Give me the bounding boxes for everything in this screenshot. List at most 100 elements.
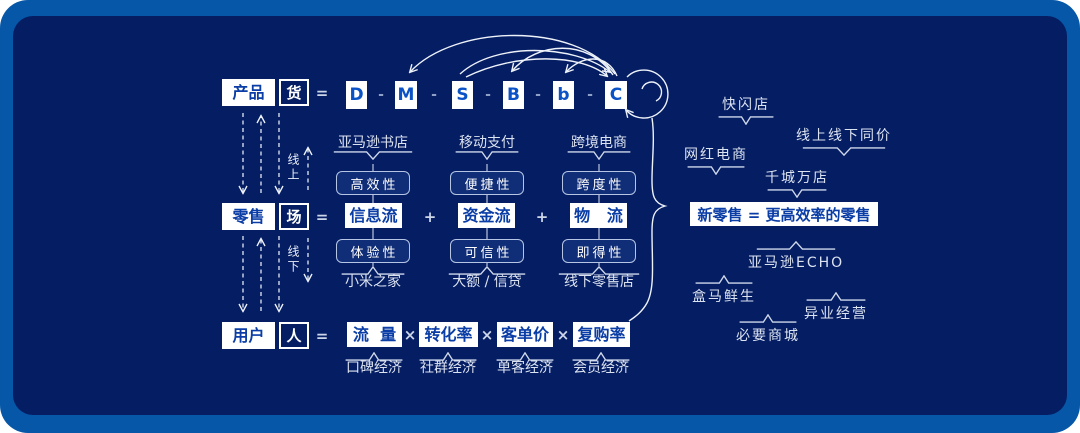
example-influencer-ecommerce: 网红电商: [684, 144, 748, 175]
example-text: 必要商城: [736, 328, 800, 344]
note-text: 亚马逊书店: [338, 135, 408, 151]
attr-convenience: 便捷性: [450, 171, 524, 195]
brace-down-icon: [333, 151, 413, 160]
example-text: 网红电商: [684, 147, 748, 163]
note-text: 单客经济: [497, 360, 553, 376]
arc-c-to-m: [410, 34, 616, 75]
brace-up-icon: [756, 241, 836, 250]
example-text: 亚马逊ECHO: [748, 255, 845, 271]
chain-dash: -: [431, 87, 437, 103]
brace-down-icon: [718, 116, 774, 125]
traffic-note: 口碑经济: [314, 352, 434, 376]
example-text: 千城万店: [765, 170, 829, 186]
chain-dash: -: [587, 87, 593, 103]
user-label: 用户: [222, 322, 275, 349]
letter-m: M: [395, 81, 417, 109]
example-hema-fresh: 盒马鲜生: [692, 275, 756, 306]
note-text: 社群经济: [420, 360, 476, 376]
brace-up-icon: [496, 352, 554, 361]
chain-dash: -: [535, 87, 541, 103]
chain-dash: -: [485, 87, 491, 103]
plus-sign: +: [423, 208, 437, 226]
note-text: 会员经济: [573, 360, 629, 376]
example-text: 线上线下同价: [796, 128, 892, 144]
online-marker: 线上: [286, 153, 300, 183]
example-thousand-cities: 千城万店: [765, 167, 829, 198]
letter-c: C: [605, 81, 627, 109]
logistics-bottom-note: 线下零售店: [539, 266, 659, 290]
times-sign: ×: [556, 326, 570, 344]
basket-price-note: 单客经济: [465, 352, 585, 376]
repurchase-box: 复购率: [573, 322, 630, 347]
brace-down-icon: [802, 147, 886, 156]
note-text: 跨境电商: [571, 135, 627, 151]
example-amazon-echo: 亚马逊ECHO: [748, 241, 844, 272]
example-cross-industry: 异业经营: [804, 292, 868, 323]
retail-tag-place: 场: [279, 203, 309, 230]
arc-c-to-b2: [566, 58, 618, 77]
times-sign: ×: [403, 326, 417, 344]
brace-down-icon: [687, 166, 745, 175]
logistics-box: 物 流: [570, 203, 627, 228]
brace-up-icon: [419, 352, 477, 361]
example-pop-up-store: 快闪店: [718, 94, 774, 125]
letter-b-small: b: [553, 81, 574, 109]
attr-immediacy: 即得性: [562, 239, 636, 263]
equals-sign: =: [315, 84, 329, 102]
note-text: 小米之家: [345, 274, 401, 290]
retail-label: 零售: [222, 203, 275, 230]
product-tag-goods: 货: [279, 79, 309, 106]
note-text: 口碑经济: [346, 360, 402, 376]
letter-s: S: [452, 81, 473, 109]
supply-chain-arcs: [410, 34, 669, 119]
user-tag-people: 人: [279, 322, 309, 349]
repurchase-note: 会员经济: [541, 352, 661, 376]
new-retail-headline: 新零售 = 更高效率的零售: [690, 202, 878, 226]
money-flow-box: 资金流: [458, 203, 515, 228]
conversion-note: 社群经济: [388, 352, 508, 376]
letter-d: D: [346, 81, 367, 109]
example-biyao-mall: 必要商城: [736, 314, 800, 345]
dashed-flow-arrows: [243, 113, 308, 311]
right-curly-brace: [628, 117, 668, 322]
note-text: 移动支付: [459, 135, 515, 151]
example-same-price-online-offline: 线上线下同价: [796, 125, 892, 156]
conversion-box: 转化率: [419, 322, 478, 347]
brace-down-icon: [767, 189, 827, 198]
info-flow-bottom-note: 小米之家: [313, 266, 433, 290]
c-self-loop: [626, 69, 669, 119]
brace-up-icon: [345, 352, 403, 361]
offline-marker: 线下: [286, 245, 300, 275]
letter-b-big: B: [503, 81, 524, 109]
attr-efficiency: 高效性: [336, 171, 410, 195]
brace-up-icon: [739, 314, 797, 323]
chain-dash: -: [378, 87, 384, 103]
example-text: 异业经营: [804, 306, 868, 322]
info-flow-box: 信息流: [345, 203, 402, 228]
attr-span: 跨度性: [562, 171, 636, 195]
product-label: 产品: [222, 79, 275, 106]
c-loop-inner-curl: [641, 81, 663, 102]
traffic-box: 流 量: [347, 322, 402, 347]
brace-up-icon: [572, 352, 630, 361]
money-flow-top-note: 移动支付: [427, 135, 547, 160]
example-text: 快闪店: [722, 97, 770, 113]
diagram-card: [13, 16, 1067, 415]
arc-c-to-b: [512, 47, 614, 76]
example-text: 盒马鲜生: [692, 289, 756, 305]
logistics-top-note: 跨境电商: [539, 135, 659, 160]
attr-experience: 体验性: [336, 239, 410, 263]
times-sign: ×: [480, 326, 494, 344]
equals-sign: =: [315, 327, 329, 345]
brace-down-icon: [455, 151, 519, 160]
brace-up-icon: [558, 266, 640, 275]
arc-s-to-c-2: [465, 58, 607, 78]
note-text: 线下零售店: [564, 274, 634, 290]
info-flow-top-note: 亚马逊书店: [313, 135, 433, 160]
brace-up-icon: [448, 266, 526, 275]
basket-price-box: 客单价: [497, 322, 553, 347]
attr-trust: 可信性: [450, 239, 524, 263]
arc-s-to-c: [459, 49, 610, 75]
brace-down-icon: [567, 151, 631, 160]
